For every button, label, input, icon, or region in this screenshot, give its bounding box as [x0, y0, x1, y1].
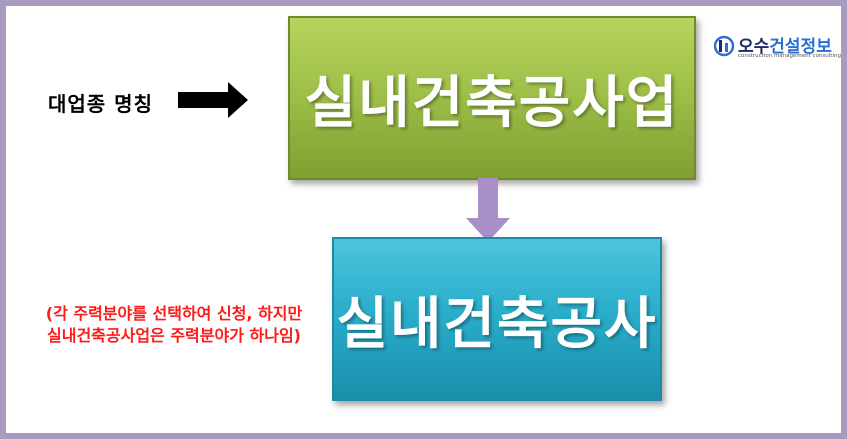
note-line-1: (각 주력분야를 선택하여 신청, 하지만	[45, 304, 303, 323]
note-line-2: 실내건축공사업은 주력분야가 하나임)	[47, 326, 301, 345]
note-text: (각 주력분야를 선택하여 신청, 하지만 실내건축공사업은 주력분야가 하나임…	[14, 303, 334, 347]
logo-name: 오수건설정보	[738, 32, 832, 57]
right-arrow-icon	[178, 82, 248, 118]
major-category-label: 대업종 명칭	[48, 92, 153, 116]
top-box-text: 실내건축공사업	[304, 70, 680, 136]
down-arrow-icon	[466, 178, 510, 242]
bottom-box-text: 실내건축공사	[336, 291, 658, 357]
top-box: 실내건축공사업	[288, 16, 696, 180]
logo-mark-icon	[714, 35, 734, 57]
logo-name-part1: 오수	[738, 37, 770, 57]
logo-subtitle: construction management consulting	[738, 53, 841, 59]
logo-name-part2: 건설정보	[769, 37, 832, 57]
company-logo: 오수건설정보 construction management consultin…	[714, 32, 841, 62]
bottom-box: 실내건축공사	[332, 237, 662, 401]
